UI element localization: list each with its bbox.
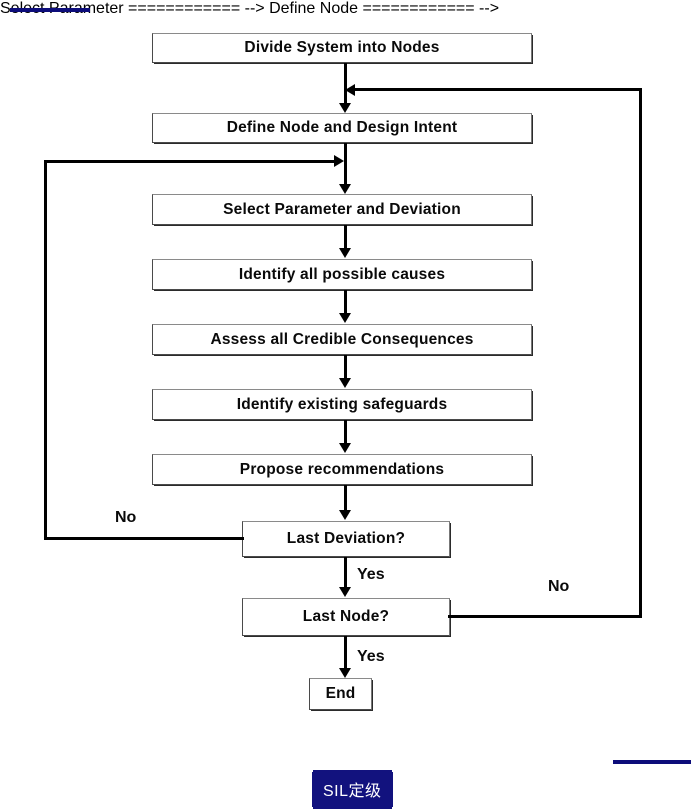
node-last-deviation-decision[interactable]: Last Deviation? xyxy=(242,521,450,557)
loop-right-vertical-segment xyxy=(639,88,642,618)
node-label: Identify all possible causes xyxy=(238,265,446,283)
arrowhead-last-node-to-end xyxy=(339,668,351,678)
node-label: Define Node and Design Intent xyxy=(226,119,458,136)
top-left-navy-rule xyxy=(10,8,90,12)
arrowhead-recommend-to-last-deviation xyxy=(339,510,351,520)
loop-left-vertical-segment xyxy=(44,160,47,540)
node-identify-existing-safeguards[interactable]: Identify existing safeguards xyxy=(152,389,532,420)
connector-safeguards-to-recommend xyxy=(344,420,347,444)
bottom-right-navy-rule xyxy=(613,760,691,764)
node-assess-all-credible-consequences[interactable]: Assess all Credible Consequences xyxy=(152,324,532,355)
branch-label-last-node-no: No xyxy=(548,578,570,595)
node-select-parameter-and-deviation[interactable]: Select Parameter and Deviation xyxy=(152,194,532,225)
arrowhead-consequences-to-safeguards xyxy=(339,378,351,388)
branch-label-last-deviation-no: No xyxy=(115,509,137,526)
connector-last-deviation-to-last-node xyxy=(344,557,347,589)
node-label: Assess all Credible Consequences xyxy=(210,330,474,348)
arrowhead-loop-right-into-spine xyxy=(345,84,355,96)
branch-label-last-node-yes: Yes xyxy=(357,648,385,665)
loop-left-top-segment xyxy=(44,160,338,163)
node-last-node-decision[interactable]: Last Node? xyxy=(242,598,450,636)
node-label: Last Node? xyxy=(302,608,390,625)
loop-right-bottom-segment xyxy=(448,615,642,618)
node-label: Select Parameter and Deviation xyxy=(223,200,461,218)
node-label: Identify existing safeguards xyxy=(236,395,448,413)
node-label: Divide System into Nodes xyxy=(244,39,440,56)
connector-recommend-to-last-deviation xyxy=(344,485,347,511)
connector-last-node-to-end xyxy=(344,636,347,670)
node-label: Propose recommendations xyxy=(239,460,445,478)
connector-select-to-causes xyxy=(344,225,347,249)
connector-define-to-select xyxy=(344,143,347,186)
arrowhead-define-to-select xyxy=(339,184,351,194)
loop-right-top-segment xyxy=(355,88,642,91)
footer-caption-chip: SIL定级 xyxy=(312,772,393,807)
node-identify-all-possible-causes[interactable]: Identify all possible causes xyxy=(152,259,532,290)
arrowhead-last-deviation-to-last-node xyxy=(339,587,351,597)
arrowhead-safeguards-to-recommend xyxy=(339,443,351,453)
connector-consequences-to-safeguards xyxy=(344,355,347,379)
arrowhead-select-to-causes xyxy=(339,248,351,258)
arrowhead-loop-left-into-spine xyxy=(334,155,344,167)
node-end-terminator[interactable]: End xyxy=(309,678,372,710)
arrowhead-causes-to-consequences xyxy=(339,313,351,323)
node-label: End xyxy=(325,685,356,702)
connector-causes-to-consequences xyxy=(344,290,347,314)
loop-left-bottom-segment xyxy=(44,537,244,540)
arrowhead-divide-to-define xyxy=(339,103,351,113)
node-label: Last Deviation? xyxy=(286,530,406,547)
branch-label-last-deviation-yes: Yes xyxy=(357,566,385,583)
node-divide-system-into-nodes[interactable]: Divide System into Nodes xyxy=(152,33,532,63)
node-propose-recommendations[interactable]: Propose recommendations xyxy=(152,454,532,485)
node-define-node-and-design-intent[interactable]: Define Node and Design Intent xyxy=(152,113,532,143)
